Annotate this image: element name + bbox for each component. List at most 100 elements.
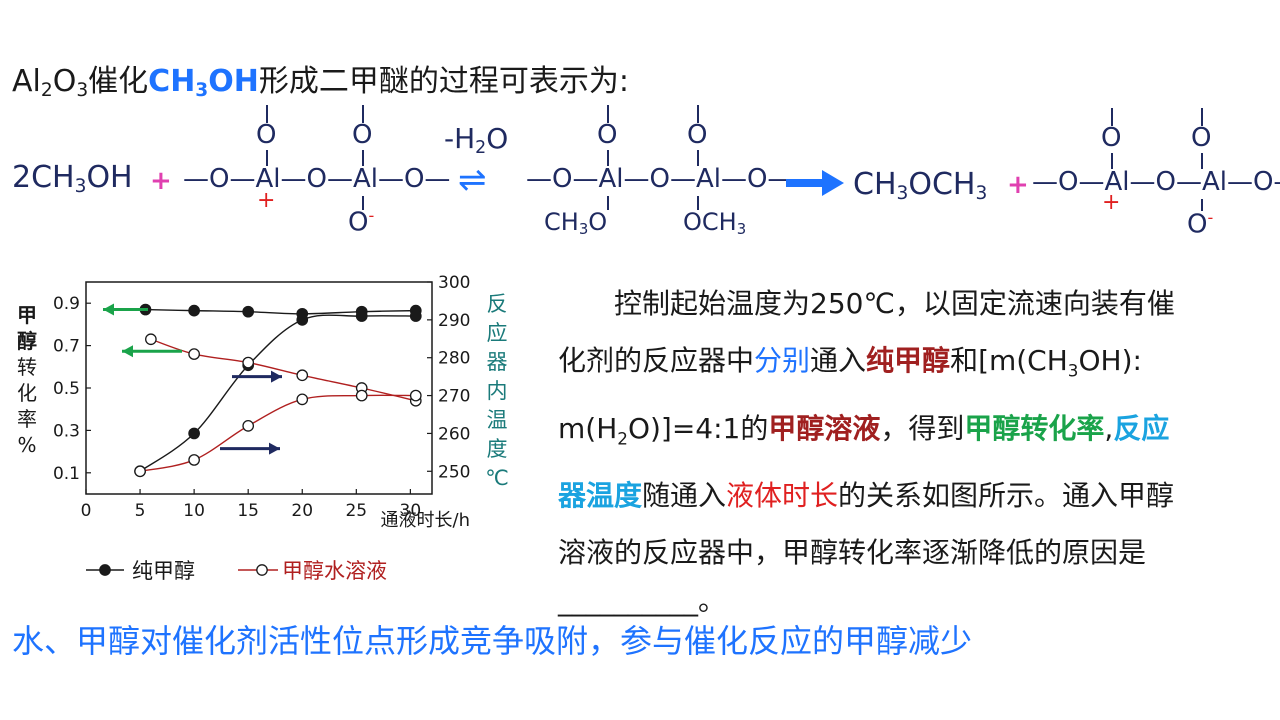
para-line-5-text: 溶液的反应器中，甲醇转化率逐渐降低的原因是 <box>558 536 1147 570</box>
bond-line <box>1111 153 1113 169</box>
para-highlight-separately: 分别 <box>754 344 811 377</box>
product-och: OCH <box>908 167 976 202</box>
forward-arrow-icon <box>786 170 844 196</box>
bond-line <box>697 105 699 123</box>
top-o-1a: O <box>256 120 277 150</box>
y-right-tick-label: 280 <box>438 349 470 369</box>
y-left-tick-label: 0.5 <box>53 379 80 399</box>
left-label-char: % <box>17 433 37 457</box>
bond-line <box>362 150 364 166</box>
para-text: , <box>1104 411 1114 445</box>
para-text: ，得到 <box>880 411 965 445</box>
plus-sign-2: + <box>1007 170 1029 200</box>
series-line-3 <box>139 394 416 472</box>
right-arrow-icon-head <box>269 442 280 455</box>
bond-line <box>607 105 609 123</box>
bond-line <box>697 150 699 166</box>
right-label-char: 度 <box>486 437 508 461</box>
bond-line <box>1201 153 1203 169</box>
bond-line <box>697 196 699 210</box>
plot-frame <box>85 281 433 495</box>
series-line-0 <box>145 308 416 315</box>
y-left-tick-label: 0.7 <box>53 337 80 357</box>
x-axis-label: 通液时长/h <box>381 510 470 531</box>
x-tick-label: 25 <box>345 501 367 521</box>
bond-line <box>1111 108 1113 126</box>
para-highlight-reactor: 反应 <box>1113 411 1170 445</box>
para-text: 随通入 <box>642 479 727 513</box>
para-text: O)]=4:1的 <box>627 411 769 445</box>
title-rest: 形成二甲醚的过程可表示为: <box>258 64 629 99</box>
para-sub: 3 <box>1067 360 1079 381</box>
para-line-3: m(H2O)]=4:1的甲醇溶液，得到甲醇转化率,反应 <box>558 400 1263 468</box>
right-label-char: 器 <box>486 350 508 374</box>
right-label-char: ℃ <box>485 466 509 490</box>
bond-line <box>607 150 609 166</box>
product-sub-1: 3 <box>896 183 909 205</box>
o-minus-1: O- <box>348 206 374 238</box>
data-point <box>242 305 255 318</box>
data-point <box>296 393 309 406</box>
top-o-3a: O <box>1101 123 1122 153</box>
left-arrow-icon-head <box>103 303 114 316</box>
top-o-1b: O <box>352 120 373 150</box>
data-point <box>145 333 157 346</box>
water-removal: -H2O <box>444 122 508 157</box>
x-tick-label: 10 <box>183 501 205 521</box>
bond-line <box>266 105 268 123</box>
minus-charge: - <box>1207 208 1214 227</box>
y-left-tick-label: 0.3 <box>53 421 80 441</box>
methoxy-right-och: OCH <box>683 208 737 236</box>
x-tick-label: 20 <box>291 501 313 521</box>
data-point <box>296 314 309 326</box>
para-line-1-text: 控制起始温度为250℃，以固定流速向装有催 <box>614 287 1175 320</box>
product-dimethyl-ether: CH3OCH3 <box>853 167 988 205</box>
right-label-char: 温 <box>486 408 508 432</box>
para-highlight-liquid-time: 液体时长 <box>726 479 839 513</box>
o-minus-o: O <box>1187 209 1208 240</box>
x-tick-label: 0 <box>81 501 92 521</box>
bond-line <box>266 150 268 166</box>
y-right-tick-label: 250 <box>438 462 470 482</box>
methoxy-right: OCH3 <box>683 208 746 237</box>
reactant-methanol: 2CH3OH <box>12 160 133 196</box>
series-line-2 <box>150 338 416 402</box>
para-text: m(H <box>558 411 618 445</box>
para-line-5: 溶液的反应器中，甲醇转化率逐渐降低的原因是 <box>558 524 1263 581</box>
y-right-tick-label: 270 <box>438 387 470 407</box>
page-title: Al2O3催化CH3OH形成二甲醚的过程可表示为: <box>12 56 629 100</box>
x-tick-label: 15 <box>237 501 259 521</box>
alumina-chain-3: —O—Al—O—Al—O— <box>1032 167 1280 197</box>
title-al: Al <box>12 64 41 99</box>
y-right-tick-label: 260 <box>438 424 470 444</box>
data-point <box>409 389 422 402</box>
para-sub: 2 <box>617 428 628 449</box>
legend-marker-filled <box>99 564 111 576</box>
title-methanol-ch: CH <box>148 64 196 99</box>
product-ch: CH <box>853 167 897 202</box>
data-point <box>188 427 200 440</box>
data-point <box>355 310 368 322</box>
methoxy-left-sub: 3 <box>578 220 589 239</box>
para-line-1: 控制起始温度为250℃，以固定流速向装有催 <box>558 275 1263 332</box>
legend-marker-open <box>256 564 268 576</box>
para-highlight-conversion: 甲醇转化率 <box>964 411 1105 445</box>
bond-line <box>1201 108 1203 126</box>
product-sub-2: 3 <box>975 183 988 205</box>
right-arrow-icon-head <box>271 370 282 383</box>
legend-label-solution: 甲醇水溶液 <box>282 559 387 583</box>
top-o-2a: O <box>597 120 618 150</box>
top-o-2b: O <box>687 120 708 150</box>
title-catalyze: 催化 <box>88 64 149 99</box>
para-highlight-methanol-solution: 甲醇溶液 <box>768 411 881 445</box>
y-left-tick-label: 0.1 <box>53 464 80 484</box>
data-point <box>242 420 255 432</box>
x-tick-label: 30 <box>400 501 422 521</box>
bond-line <box>1201 199 1203 211</box>
top-o-3b: O <box>1191 123 1212 153</box>
data-point <box>188 454 200 466</box>
para-line-2: 化剂的反应器中分别通入纯甲醇和[m(CH3OH): <box>558 332 1263 400</box>
plus-sign-1: + <box>150 166 172 196</box>
bond-line <box>607 196 609 210</box>
chart-left-axis-label: 甲 醇 转 化 率 % <box>14 302 40 458</box>
